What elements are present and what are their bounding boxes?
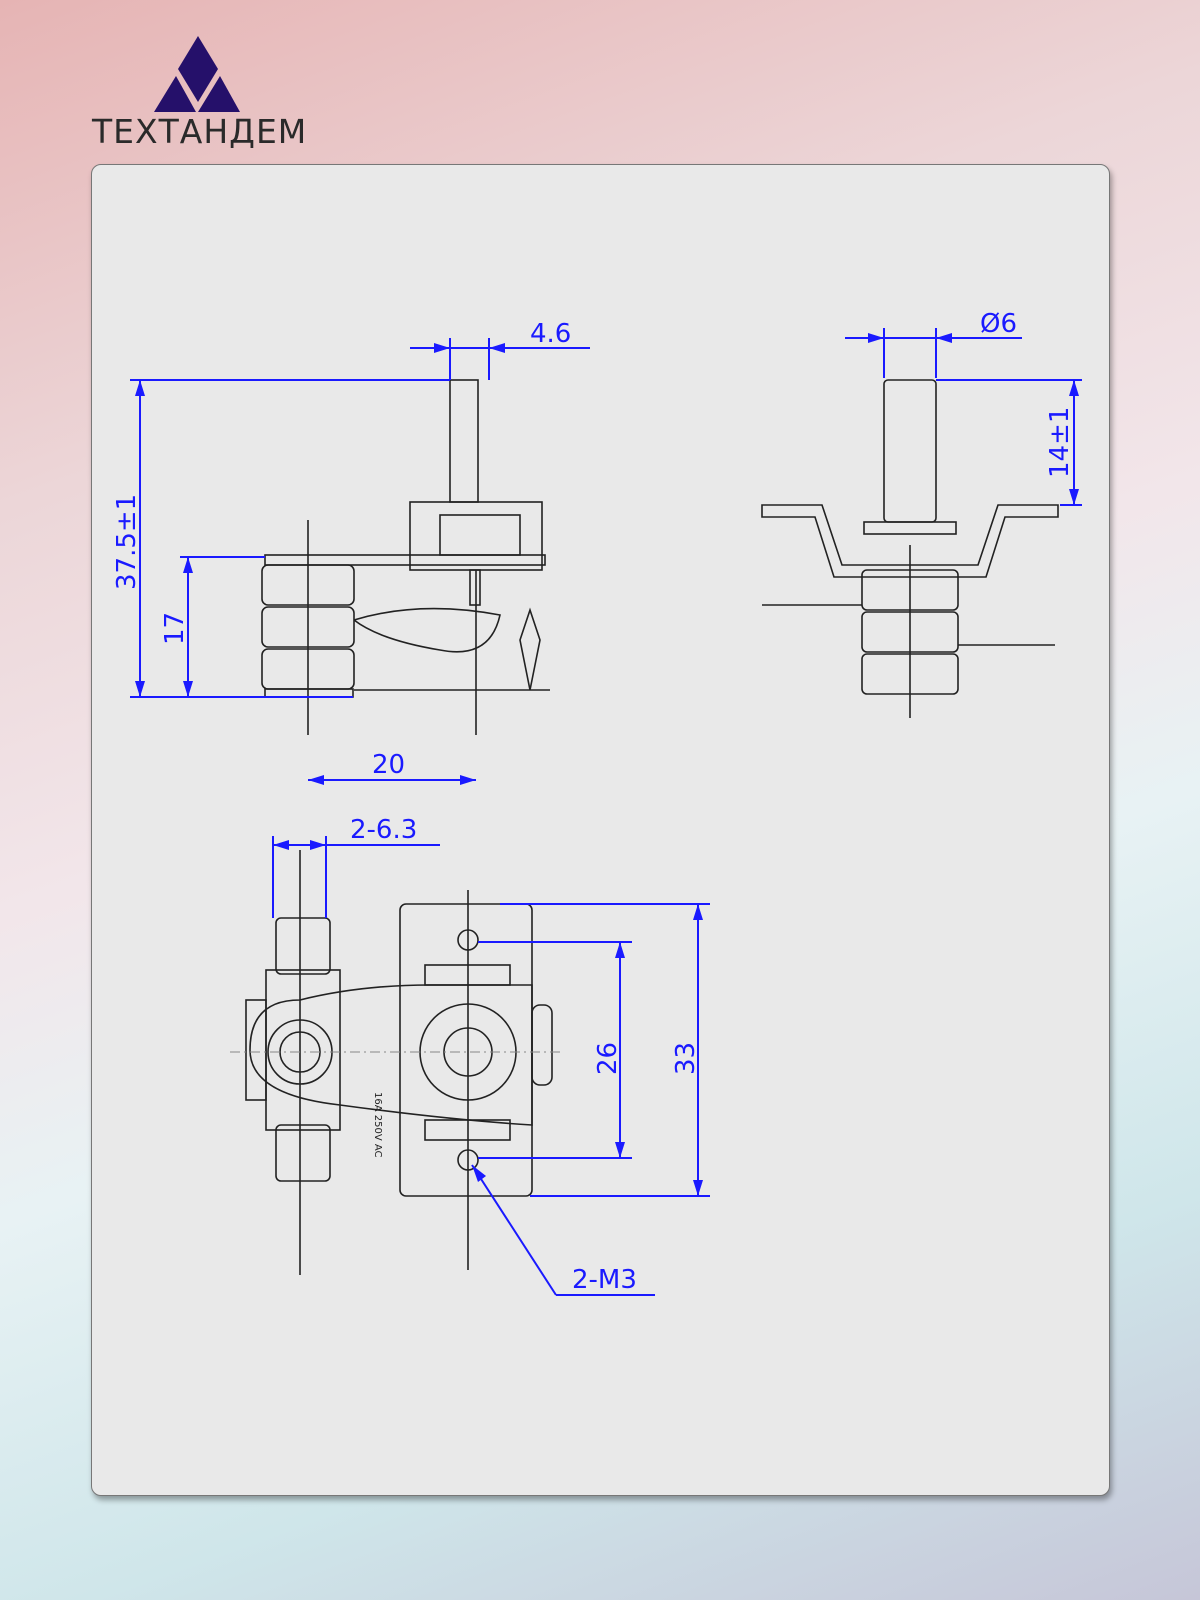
- front-view: [761, 328, 1082, 718]
- dim-shaft-width: 4.6: [530, 319, 571, 349]
- part-marking: 16A 250V AC: [372, 1092, 383, 1158]
- dim-shaft-diameter: Ø6: [980, 309, 1017, 339]
- dim-terminal-width: 2-6.3: [350, 815, 417, 845]
- drawing-panel: [91, 164, 1110, 1496]
- logo-icon: [154, 36, 240, 112]
- brand-name: ТЕХТАНДЕМ: [92, 112, 308, 151]
- side-view: [130, 338, 590, 785]
- dim-hole-spacing: 20: [372, 750, 405, 780]
- dim-total-height: 37.5±1: [112, 494, 142, 590]
- dim-mount-thread: 2-M3: [572, 1265, 637, 1295]
- dim-body-height: 17: [160, 612, 190, 645]
- dim-bracket-length: 33: [671, 1042, 701, 1075]
- top-view: [230, 836, 710, 1296]
- dim-mount-spacing: 26: [593, 1042, 623, 1075]
- dim-shaft-height: 14±1: [1045, 407, 1075, 478]
